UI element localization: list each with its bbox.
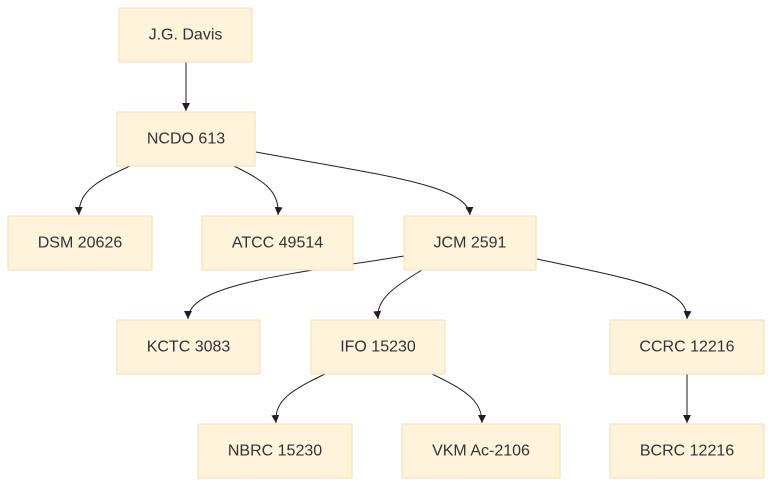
node-label-kctc-3083: KCTC 3083 [147, 339, 231, 356]
node-label-jcm-2591: JCM 2591 [434, 235, 507, 252]
node-label-nbrc-15230: NBRC 15230 [228, 443, 322, 460]
edge-jcm-2591-to-ccrc-12216 [536, 258, 692, 320]
node-ifo-15230: IFO 15230 [310, 319, 446, 375]
node-bcrc-12216: BCRC 12216 [609, 423, 765, 479]
edge-ifo-15230-to-vkm-ac-2106 [431, 373, 486, 424]
node-label-ifo-15230: IFO 15230 [340, 339, 416, 356]
edge-jcm-2591-to-ifo-15230 [373, 269, 423, 320]
edge-ncdo-613-to-dsm-20626 [74, 165, 131, 216]
node-label-jg-davis: J.G. Davis [149, 27, 223, 44]
node-nbrc-15230: NBRC 15230 [197, 423, 353, 479]
node-vkm-ac-2106: VKM Ac-2106 [401, 423, 561, 479]
node-label-ccrc-12216: CCRC 12216 [639, 339, 734, 356]
node-kctc-3083: KCTC 3083 [116, 319, 261, 375]
edge-ncdo-613-to-jcm-2591 [255, 151, 474, 216]
node-label-dsm-20626: DSM 20626 [38, 235, 123, 252]
edge-ifo-15230-to-nbrc-15230 [271, 373, 326, 424]
node-dsm-20626: DSM 20626 [7, 215, 153, 271]
node-ncdo-613: NCDO 613 [116, 111, 256, 167]
node-label-atcc-49514: ATCC 49514 [232, 235, 323, 252]
node-label-vkm-ac-2106: VKM Ac-2106 [432, 443, 530, 460]
nodes: J.G. Davis NCDO 613 DSM 20626 ATCC 49514… [7, 7, 765, 479]
edge-jcm-2591-to-kctc-3083 [184, 255, 405, 320]
edge-ncdo-613-to-atcc-49514 [233, 165, 283, 216]
node-jcm-2591: JCM 2591 [403, 215, 537, 271]
node-jg-davis: J.G. Davis [118, 7, 253, 63]
edges [74, 62, 692, 424]
node-label-bcrc-12216: BCRC 12216 [640, 443, 734, 460]
node-ccrc-12216: CCRC 12216 [609, 319, 765, 375]
node-atcc-49514: ATCC 49514 [201, 215, 354, 271]
node-label-ncdo-613: NCDO 613 [147, 131, 225, 148]
